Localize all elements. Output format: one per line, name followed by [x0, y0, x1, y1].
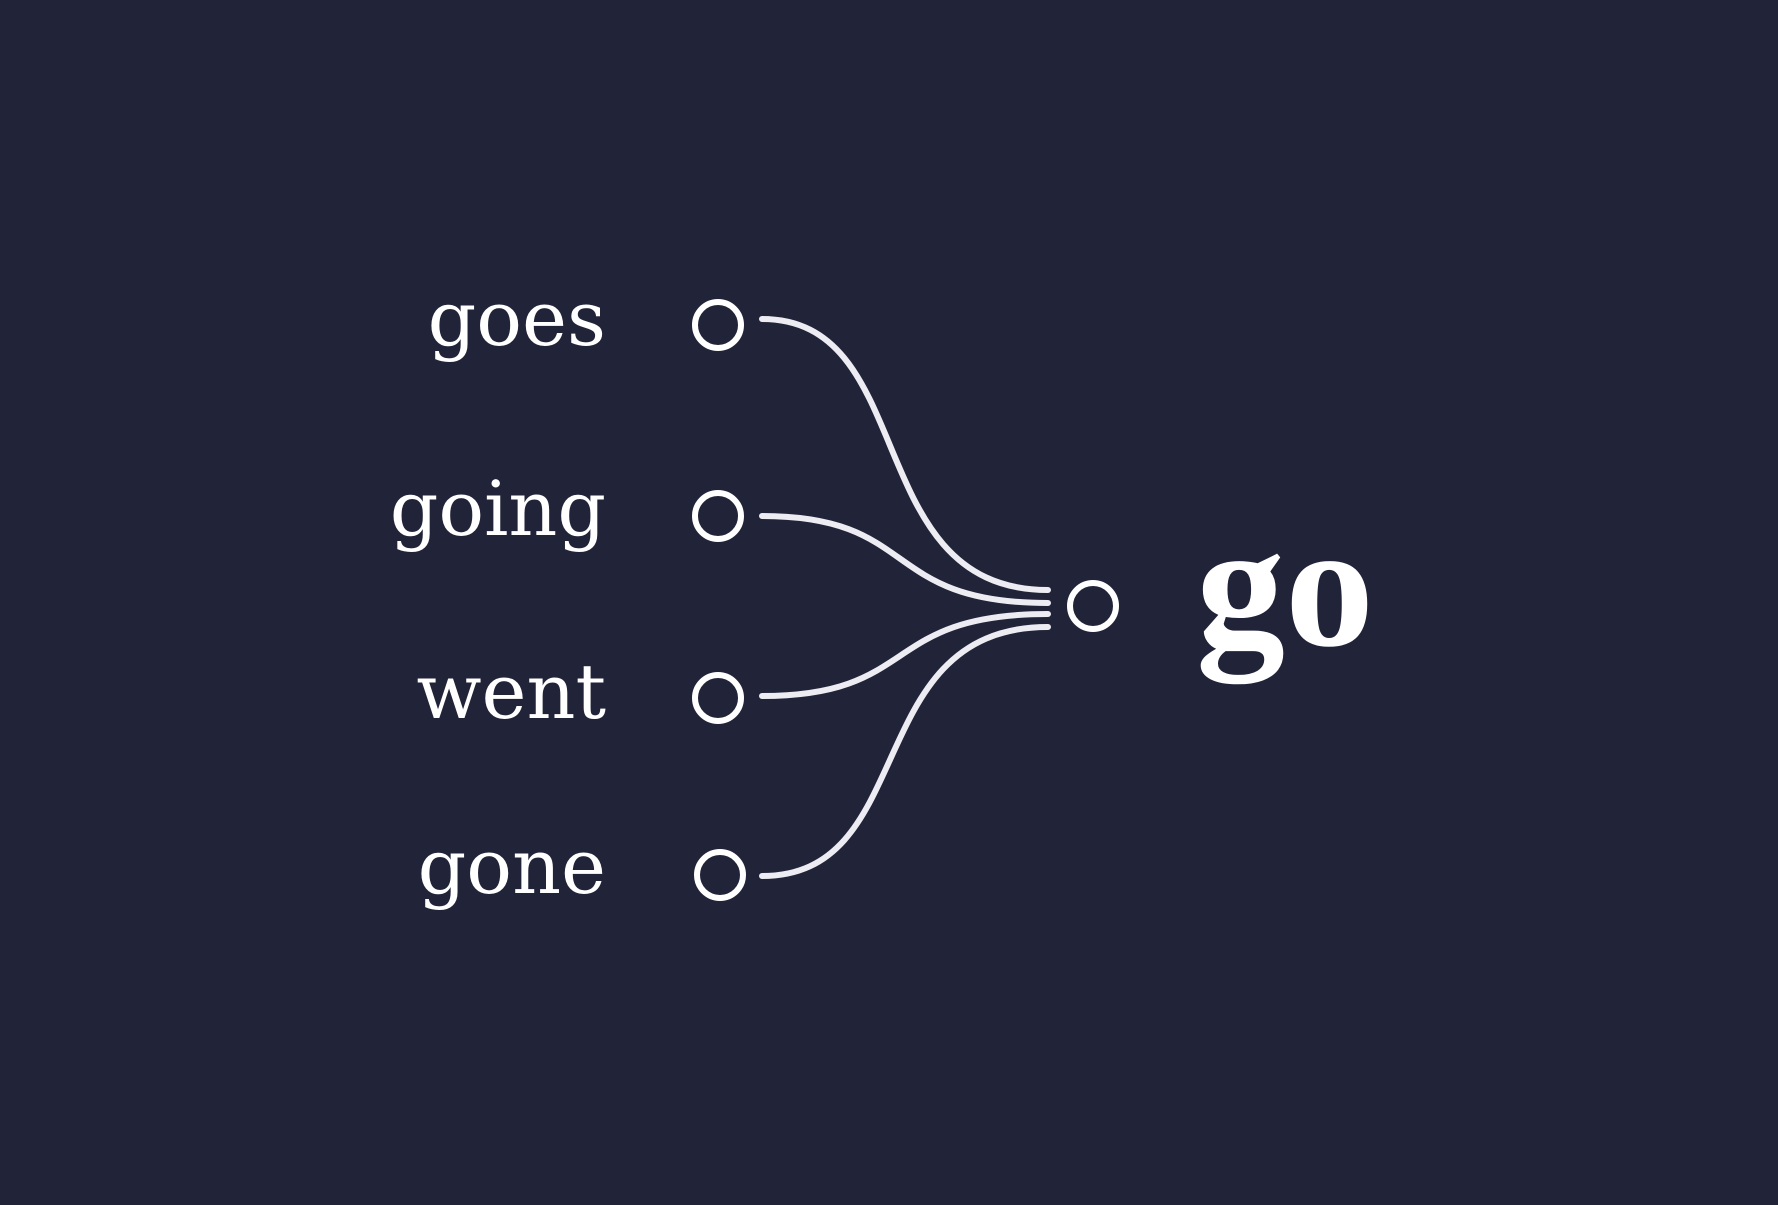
source-node-went — [692, 672, 744, 724]
target-label-go: go — [1196, 486, 1374, 684]
source-node-goes — [692, 299, 744, 351]
source-label-goes: goes — [428, 274, 606, 363]
edges — [759, 316, 1051, 879]
source-label-went: went — [416, 647, 606, 736]
source-label-going: going — [390, 464, 606, 553]
edge-goes-to-go — [759, 316, 1051, 593]
source-words: goes going went gone — [390, 274, 606, 911]
source-nodes — [692, 299, 746, 901]
edge-went-to-go — [759, 611, 1051, 699]
source-node-gone — [694, 849, 746, 901]
target-node-go — [1067, 580, 1119, 632]
source-node-going — [692, 490, 744, 542]
edge-going-to-go — [759, 513, 1051, 606]
edge-gone-to-go — [759, 624, 1051, 879]
source-label-gone: gone — [418, 822, 606, 911]
